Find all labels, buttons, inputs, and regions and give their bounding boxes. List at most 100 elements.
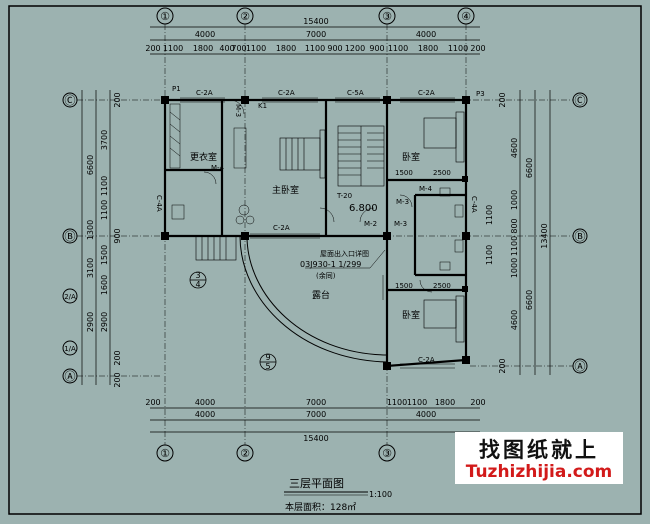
dim-top-mid-2: 7000 <box>306 30 326 39</box>
dim-left-o1: 6600 <box>86 155 95 175</box>
master-bed <box>279 129 326 179</box>
dim-bot-r1-3: 1100 <box>387 398 407 407</box>
axis-right-b: Ⓑ <box>575 230 586 243</box>
win-left: C-4A <box>155 195 163 212</box>
note-line-2: 03J930-1 1/299 <box>300 260 361 269</box>
dim-top-d10: 1200 <box>345 44 365 53</box>
floor-level: 6.800 <box>349 203 378 214</box>
dim-right-s2: 200 <box>498 358 507 373</box>
floor-area: 本层面积：128㎡ <box>285 501 356 513</box>
watermark-cn: 找图纸就上 <box>479 438 599 462</box>
door-3: M-2 <box>364 220 377 228</box>
room-bedroom-bottom: 卧室 <box>402 309 420 321</box>
dim-left-s1: 200 <box>113 92 122 107</box>
dim-bot-edge-r: 200 <box>470 398 485 407</box>
detail-ref-1-top: 3 <box>195 271 200 280</box>
note-line-3: (余同) <box>316 271 336 280</box>
win-mid: C-2A <box>273 224 290 232</box>
dim-right-i5: 1000 <box>510 258 519 278</box>
win-right: C-4A <box>470 196 478 213</box>
dim-bot-r2-2: 7000 <box>306 410 326 419</box>
detail-ref-2-bot: 5 <box>265 362 270 371</box>
room-bedroom-top: 卧室 <box>402 151 420 163</box>
dim-bot-r1-5: 1800 <box>435 398 455 407</box>
dim-left-i4: 1500 <box>100 245 109 265</box>
dim-right-i3: 800 <box>510 218 519 233</box>
win-top-1: C-2A <box>196 89 213 97</box>
dim-1500-a: 1500 <box>395 169 413 177</box>
columns <box>161 96 470 370</box>
watermark-en: Tuzhizhijia.com <box>465 462 613 482</box>
dim-bot-r2-1: 4000 <box>195 410 215 419</box>
dim-right-i2: 1000 <box>510 190 519 210</box>
dim-top-total: 15400 <box>303 17 328 26</box>
dim-right-s3: 1100 <box>485 205 494 225</box>
door-2: M-3 <box>234 104 242 117</box>
dim-right-s1: 200 <box>498 92 507 107</box>
dim-bot-r1-4: 1100 <box>407 398 427 407</box>
drawing-frame <box>8 5 642 515</box>
win-top-2: C-2A <box>278 89 295 97</box>
dim-bot-r1-2: 7000 <box>306 398 326 407</box>
dim-bot-r2-3: 4000 <box>416 410 436 419</box>
axis-left-a: Ⓐ <box>65 370 76 383</box>
axis-right-a: Ⓐ <box>575 360 586 373</box>
dim-left-i2: 1100 <box>100 176 109 196</box>
dim-top-d14: 1100 <box>448 44 468 53</box>
dim-right-i1: 4600 <box>510 138 519 158</box>
watermark-badge: 找图纸就上 Tuzhizhijia.com <box>455 432 623 484</box>
dim-top-d5: 700 <box>231 44 246 53</box>
terrace-edge <box>239 235 388 363</box>
dim-left-o3: 3100 <box>86 258 95 278</box>
dim-bot-total: 15400 <box>303 434 328 443</box>
dim-left-o2: 1300 <box>86 220 95 240</box>
dim-top-d12: 1100 <box>388 44 408 53</box>
door-1: M-4 <box>211 164 225 172</box>
axis-right-c: Ⓒ <box>575 94 586 107</box>
door-6: M-3 <box>396 198 409 206</box>
dim-left-s3: 200 <box>113 350 122 365</box>
drawing-title: 三层平面图 <box>289 477 344 490</box>
dim-right-i6: 4600 <box>510 310 519 330</box>
drawing-scale: 1:100 <box>369 490 392 499</box>
door-5: M-4 <box>419 185 433 193</box>
win-top-4: C-2A <box>418 89 435 97</box>
stair-label: T-20 <box>336 192 352 200</box>
staircase <box>195 125 385 261</box>
note-line-1: 屋面出入口详图 <box>320 249 369 258</box>
dim-left-i5: 1600 <box>100 275 109 295</box>
axis-left-1a: 1/A <box>64 345 76 353</box>
label-k1: K1 <box>258 102 267 110</box>
dim-left-i6: 2900 <box>100 312 109 332</box>
dim-top-d6: 1100 <box>246 44 266 53</box>
axis-left-c: Ⓒ <box>65 94 76 107</box>
dim-1500-b: 1500 <box>395 282 413 290</box>
dim-top-d2: 1100 <box>163 44 183 53</box>
dim-left-i3: 1100 <box>100 200 109 220</box>
win-top-3: C-5A <box>347 89 364 97</box>
door-4: M-3 <box>394 220 407 228</box>
dim-top-d7: 1800 <box>276 44 296 53</box>
dim-top-d11: 900 <box>369 44 384 53</box>
dim-top-mid-1: 4000 <box>195 30 215 39</box>
axis-bottom-3: ③ <box>382 447 392 460</box>
axis-top-2: ② <box>240 10 250 23</box>
bed-top <box>423 117 457 149</box>
label-p1: P1 <box>172 85 181 93</box>
axis-top-4: ④ <box>461 10 471 23</box>
dim-top-d4: 400 <box>219 44 234 53</box>
label-p3: P3 <box>476 90 485 98</box>
dim-left-s4: 200 <box>113 372 122 387</box>
dim-top-d9: 900 <box>327 44 342 53</box>
axis-top-1: ① <box>160 10 170 23</box>
dim-top-mid-3: 4000 <box>416 30 436 39</box>
walls <box>163 98 468 368</box>
bed-bottom <box>423 299 457 329</box>
axis-left-b: Ⓑ <box>65 230 76 243</box>
axis-bottom-2: ② <box>240 447 250 460</box>
axis-left-2a: 2/A <box>64 293 76 301</box>
dim-top-d15: 200 <box>470 44 485 53</box>
dim-right-o1: 6600 <box>525 158 534 178</box>
